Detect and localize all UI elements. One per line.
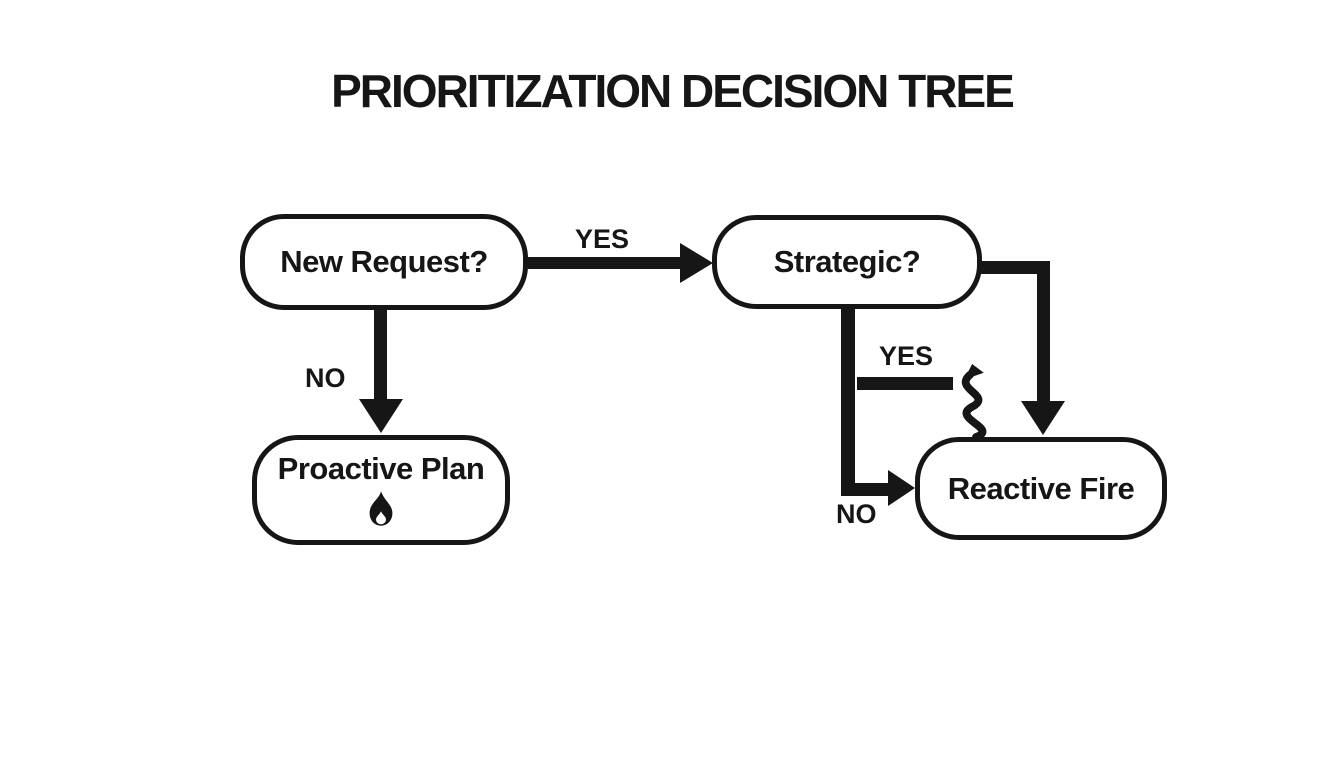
edge-strategic-down-shaft (841, 306, 855, 491)
node-proactive-plan: Proactive Plan (252, 435, 510, 545)
edge-no-shaft (374, 308, 387, 402)
edge-label-yes-top: YES (575, 224, 630, 254)
page-title: PRIORITIZATION DECISION TREE (331, 65, 1015, 117)
node-new-request-label: New Request? (280, 244, 488, 279)
edge-elbow-arrowhead-icon (1021, 401, 1065, 435)
winding-path-icon (961, 363, 987, 440)
node-new-request: New Request? (240, 214, 528, 310)
edge-elbow-vertical (1037, 261, 1050, 402)
edge-label-no-right: NO (836, 499, 877, 529)
node-strategic: Strategic? (712, 215, 982, 309)
node-strategic-label: Strategic? (773, 244, 921, 279)
edge-label-no-left: NO (305, 363, 346, 393)
edge-label-yes-right: YES (879, 341, 934, 371)
edge-yes-arrowhead-icon (680, 243, 713, 283)
edge-strategic-arrowhead-icon (888, 470, 915, 506)
edge-yes-stub (857, 377, 953, 390)
node-proactive-plan-label: Proactive Plan (277, 450, 485, 486)
edge-yes-shaft (528, 257, 683, 269)
flame-icon (369, 490, 393, 526)
edge-no-arrowhead-icon (359, 399, 403, 433)
edge-elbow-horizontal (980, 261, 1050, 274)
node-reactive-fire-label: Reactive Fire (947, 470, 1135, 506)
node-reactive-fire: Reactive Fire (915, 437, 1167, 540)
edge-strategic-right-shaft (841, 483, 892, 496)
